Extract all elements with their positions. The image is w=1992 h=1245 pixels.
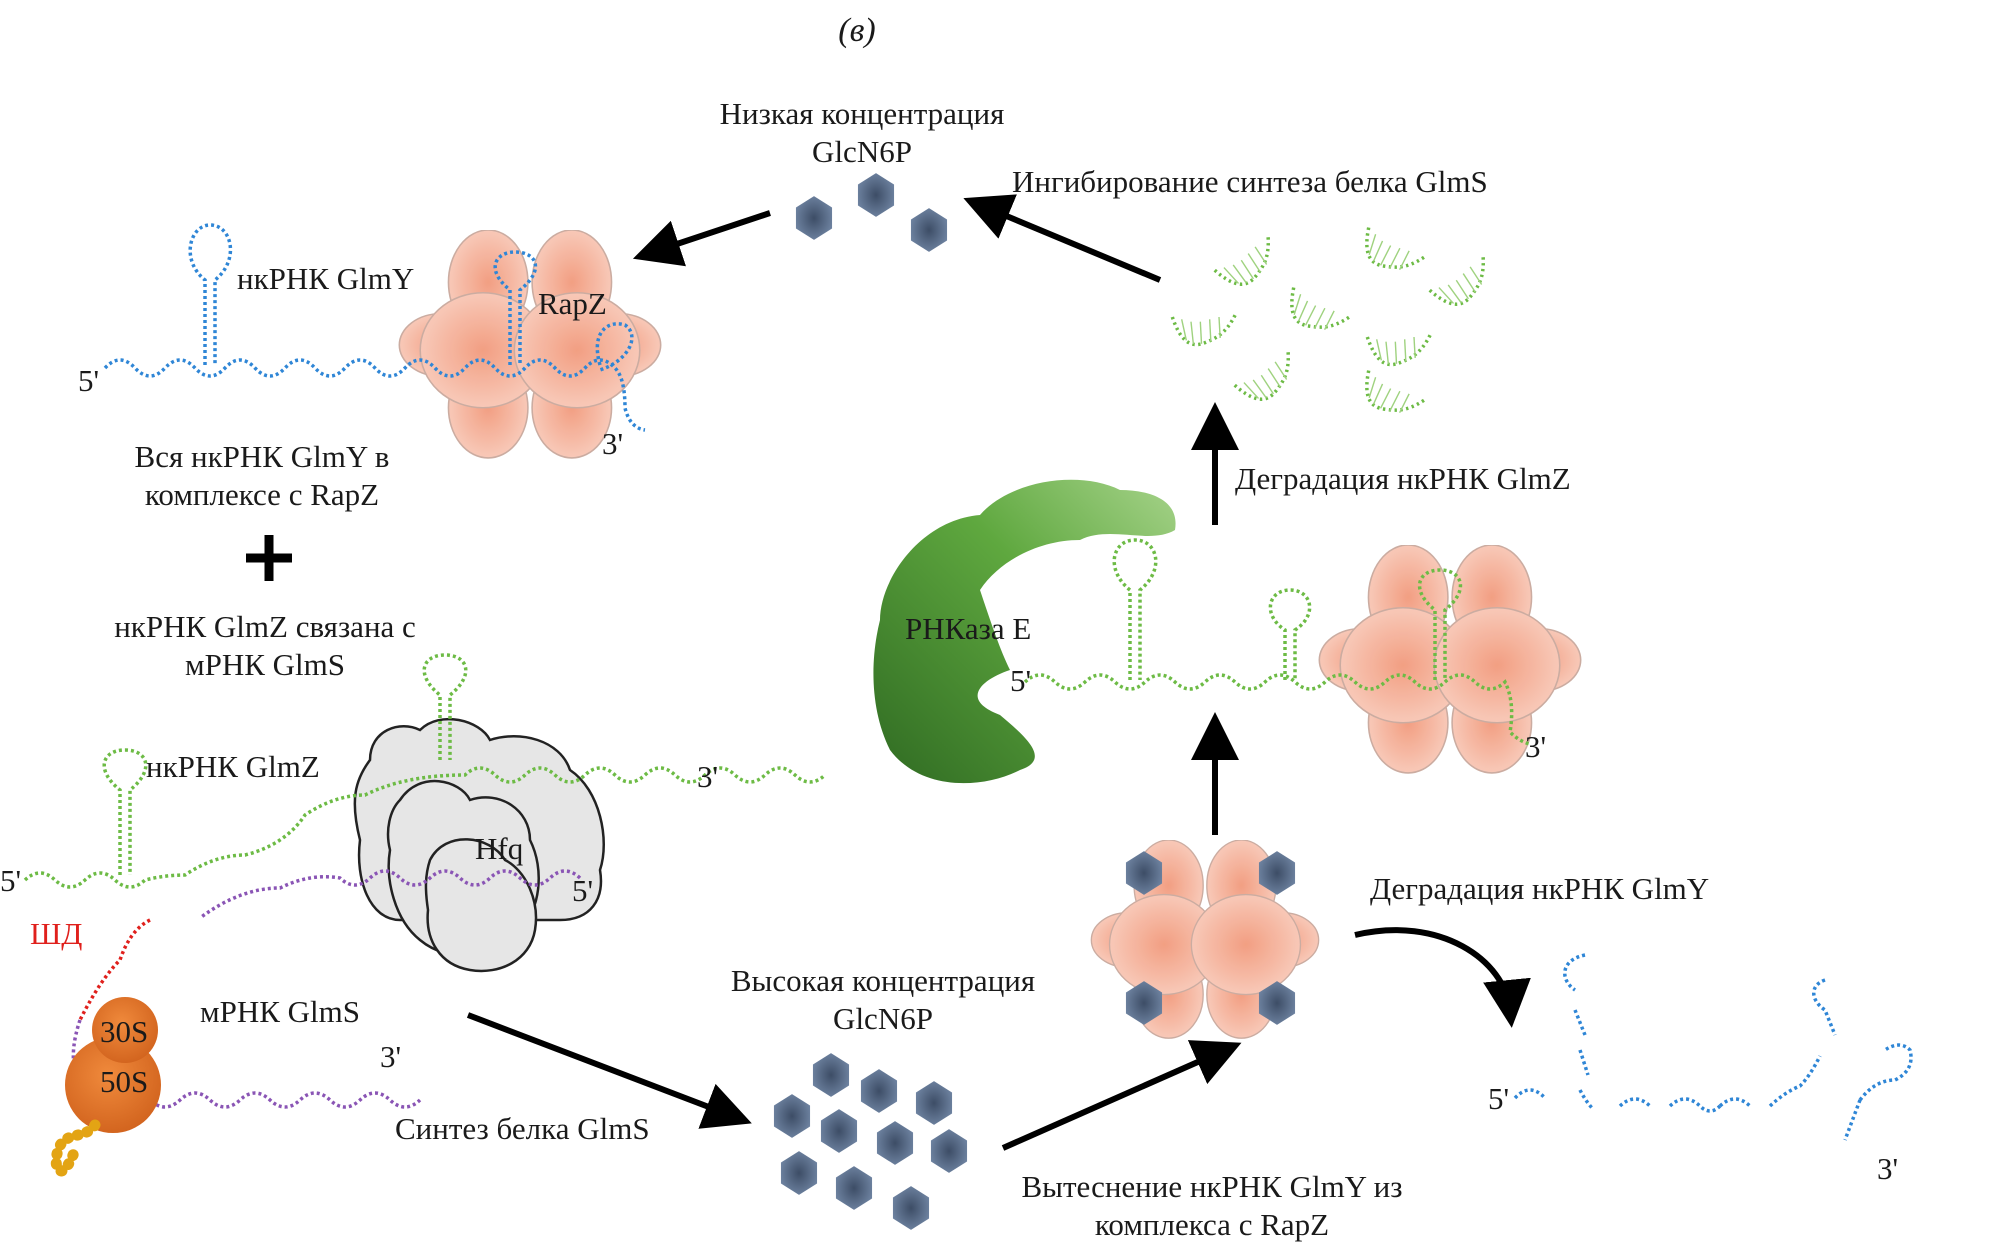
- glcn6p-hexagon: [915, 1081, 953, 1125]
- glcn6p-hexagon: [780, 1151, 818, 1195]
- rna-fragment: [1211, 234, 1285, 296]
- glmZ-fragments: [1170, 223, 1500, 428]
- glmY-degraded-3prime-label: 3': [1877, 1151, 1899, 1186]
- glmS-3prime-label: 3': [380, 1039, 402, 1074]
- glcn6p-hexagon: [812, 1053, 850, 1097]
- rna-fragment: [1353, 366, 1427, 428]
- glmZ-rnaseE-3prime-label: 3': [1525, 729, 1547, 764]
- all-glmY-label-line1: Вся нкРНК GlmY в: [134, 439, 390, 474]
- glmY-rna-label: нкРНК GlmY: [237, 261, 415, 296]
- ribosome-30s-label: 30S: [100, 1014, 149, 1049]
- ribosome-50s-label: 50S: [100, 1064, 149, 1099]
- glcn6p-hexagon: [876, 1121, 914, 1165]
- glmS-5prime-label: 5': [572, 873, 594, 908]
- low-glcn6p-label-line2: GlcN6P: [812, 134, 912, 169]
- ribosome: [65, 997, 161, 1133]
- rna-fragment: [1170, 312, 1238, 347]
- high-glcn6p-label-line1: Высокая концентрация: [730, 963, 1036, 998]
- glmY-rapZ-complex: [103, 223, 662, 459]
- all-glmY-label-line2: комплексе с RapZ: [144, 477, 380, 512]
- glmZ-hairpin-1: [102, 748, 148, 875]
- glmZ-hairpin-1: [1112, 538, 1158, 680]
- glcn6p-hexagon: [835, 1166, 873, 1210]
- glmZ-rnaseE-5prime-label: 5': [1010, 663, 1032, 698]
- rna-fragment: [1365, 332, 1433, 367]
- glmZ-3prime-label: 3': [697, 759, 719, 794]
- glmZ-hairpin-2: [1268, 588, 1312, 680]
- rna-fragment: [1278, 283, 1352, 345]
- rna-fragment: [1426, 254, 1500, 316]
- glmS-mrna-label: мРНК GlmS: [200, 994, 361, 1029]
- glcn6p-hexagon: [930, 1129, 968, 1173]
- glmZ-5prime-label: 5': [0, 863, 22, 898]
- glmZ-bound-label-line1: нкРНК GlmZ связана с: [114, 609, 416, 644]
- rapZ-label: RapZ: [538, 286, 607, 321]
- low-glcn6p-label-line1: Низкая концентрация: [719, 96, 1005, 131]
- rna-fragment: [1231, 349, 1305, 411]
- displacement-label-line1: Вытеснение нкРНК GlmY из: [1021, 1169, 1403, 1204]
- plus-sign: [246, 535, 292, 581]
- glmY-hairpin-3: [595, 322, 634, 372]
- glcn6p-hexagon: [860, 1069, 898, 1113]
- arrow-displacement: [1001, 1040, 1242, 1151]
- glmY-degradation-label: Деградация нкРНК GlmY: [1370, 871, 1710, 906]
- displacement-label-line2: комплекса с RapZ: [1094, 1207, 1330, 1242]
- glmZ-rna-strand: [1023, 673, 1531, 746]
- glcn6p-hexagon: [795, 196, 833, 240]
- glcn6p-hexagon: [857, 173, 895, 217]
- arrow-glmY-degradation: [1354, 927, 1531, 1028]
- inhibition-label: Ингибирование синтеза белка GlmS: [1012, 164, 1488, 199]
- glmY-hairpin-1: [188, 223, 233, 365]
- hfq-glmZ-glmS-complex: [23, 653, 827, 1177]
- arrow-fragments-to-low-glcn6p: [963, 194, 1162, 283]
- glmY-hairpin-2: [493, 250, 538, 365]
- high-glcn6p-molecules: [773, 1053, 968, 1230]
- glmZ-degradation-label: Деградация нкРНК GlmZ: [1235, 461, 1571, 496]
- glcn6p-hexagon: [773, 1094, 811, 1138]
- panel-label: (в): [838, 12, 876, 49]
- glcn6p-hexagon: [820, 1109, 858, 1153]
- glmZ-rna-strand: [23, 766, 827, 889]
- arrows: [466, 194, 1531, 1151]
- glcn6p-hexagon: [910, 208, 948, 252]
- glmY-degraded-5prime-label: 5': [1488, 1081, 1510, 1116]
- glcn6p-hexagon: [892, 1186, 930, 1230]
- shine-dalgarno-segment: [78, 918, 151, 1021]
- ribosome-30s: [92, 997, 158, 1063]
- ribosome-50s: [65, 1037, 161, 1133]
- rapZ-glcn6p-complex: [1090, 840, 1320, 1039]
- rnaseE-complex: [873, 479, 1582, 784]
- hfq-label: Hfq: [475, 831, 524, 866]
- arrow-glmS-synthesis: [466, 1012, 752, 1129]
- shine-dalgarno-label: ШД: [30, 916, 83, 951]
- rna-fragment: [1353, 223, 1427, 285]
- glmY-degraded: [1513, 953, 1913, 1141]
- rnaseE-label: РНКаза E: [905, 611, 1032, 646]
- nascent-peptide: [50, 1119, 101, 1177]
- glmS-mrna-strand: [198, 869, 582, 920]
- low-glcn6p-molecules: [795, 173, 948, 252]
- glmY-3prime-label: 3': [602, 426, 624, 461]
- arrow-low-glcn6p-to-glmY: [632, 210, 771, 267]
- rnaseE-protein: [873, 479, 1176, 784]
- rapZ-protein: [398, 230, 662, 459]
- glmY-5prime-label: 5': [78, 363, 100, 398]
- glmZ-hairpin-3: [1417, 568, 1463, 680]
- high-glcn6p-label-line2: GlcN6P: [833, 1001, 933, 1036]
- glmZ-bound-label-line2: мРНК GlmS: [184, 647, 346, 682]
- glmY-rna-strand: [103, 358, 646, 432]
- glmS-synthesis-label: Синтез белка GlmS: [395, 1111, 650, 1146]
- glmZ-rna-label: нкРНК GlmZ: [146, 749, 320, 784]
